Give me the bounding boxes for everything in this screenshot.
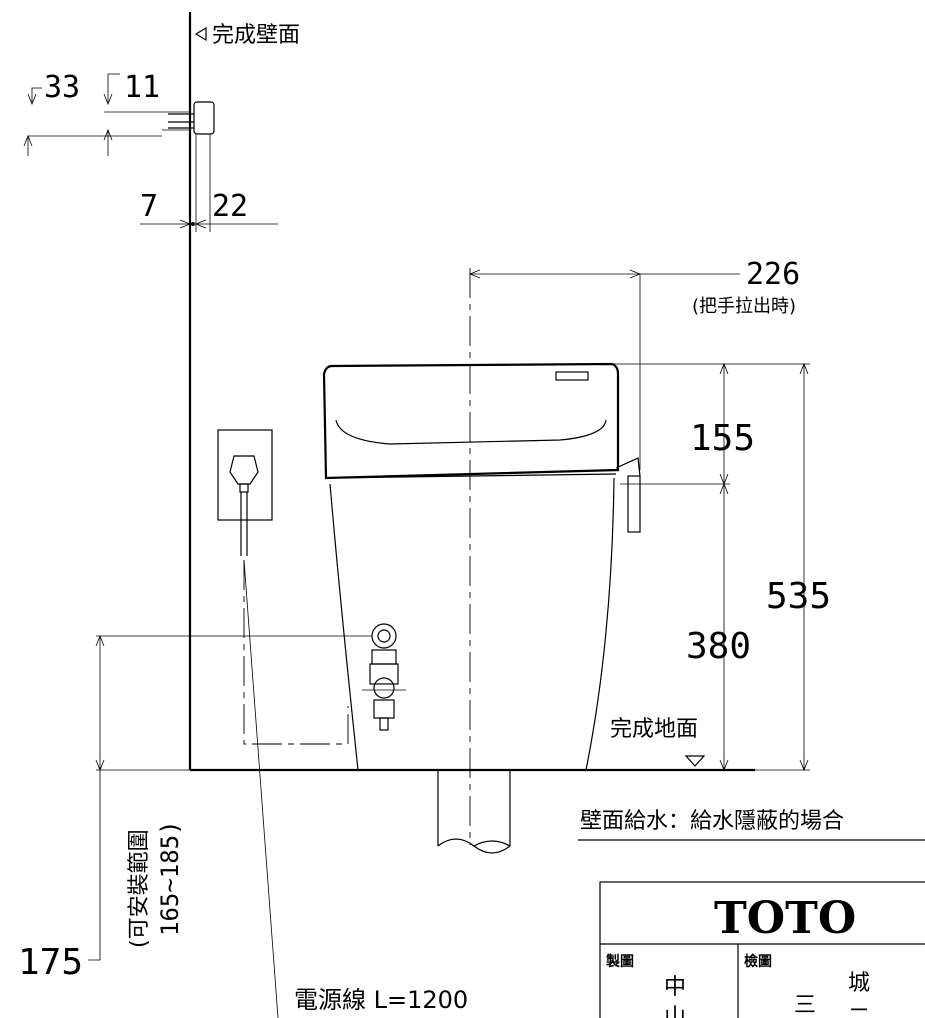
finished-floor-label: 完成地面: [610, 717, 698, 742]
handle-note-label: (把手拉出時): [692, 296, 796, 317]
title-block: TOTO 製圖 中 山 檢圖 三 城 二: [599, 881, 925, 1018]
dim-155-label: 155: [690, 418, 755, 459]
caption-text: 壁面給水：給水隱蔽的場合: [580, 809, 844, 834]
checked-label: 檢圖: [744, 953, 772, 970]
tank-lid: [322, 362, 620, 480]
floor-marker-icon: [684, 755, 706, 767]
dim-380-label: 380: [686, 626, 751, 667]
dim-7-label: 7: [140, 189, 158, 224]
dim-22-label: 22: [212, 189, 248, 224]
hidden-supply-pipe: [243, 560, 349, 745]
dim-33-label: 33: [44, 70, 80, 105]
dim-535-label: 535: [766, 576, 831, 617]
supply-valve-detail: [162, 101, 215, 135]
checked-name-3: 二: [848, 1005, 870, 1018]
dim-175-label: 175: [18, 942, 83, 983]
drawn-label: 製圖: [605, 953, 634, 970]
dim-226: 226 (把手拉出時): [468, 257, 800, 470]
dim-vertical: 155 380 535: [612, 362, 831, 772]
wall-marker-icon: [194, 26, 207, 42]
install-range-values: 165~185): [156, 820, 184, 936]
checked-name-2: 城: [848, 971, 870, 996]
dim-226-label: 226: [746, 257, 800, 292]
dim-175: 175 (可安裝範圍 165~185): [18, 634, 372, 983]
finished-wall-label: 完成壁面: [212, 23, 300, 48]
tank-body-left: [329, 483, 359, 771]
checked-name: 三: [794, 993, 816, 1018]
stop-valve: [362, 623, 406, 731]
dim-11: 11: [103, 70, 162, 156]
power-outlet: [217, 429, 273, 556]
tank-body-right: [585, 477, 615, 771]
brand-logo: TOTO: [714, 893, 856, 944]
dim-11-label: 11: [124, 70, 160, 105]
drawn-name: 中: [664, 975, 686, 1000]
install-range-title: (可安裝範圍: [127, 829, 152, 948]
power-cord-leader: [243, 559, 279, 1018]
power-cord-label: 電源線 L=1200: [294, 986, 468, 1014]
dim-33: 33: [23, 70, 162, 156]
floor-drain-pipe: [437, 770, 511, 854]
dim-7-22: 7 22: [140, 134, 278, 232]
drawn-name-2: 山: [664, 1005, 686, 1018]
flush-handle: [615, 457, 641, 533]
